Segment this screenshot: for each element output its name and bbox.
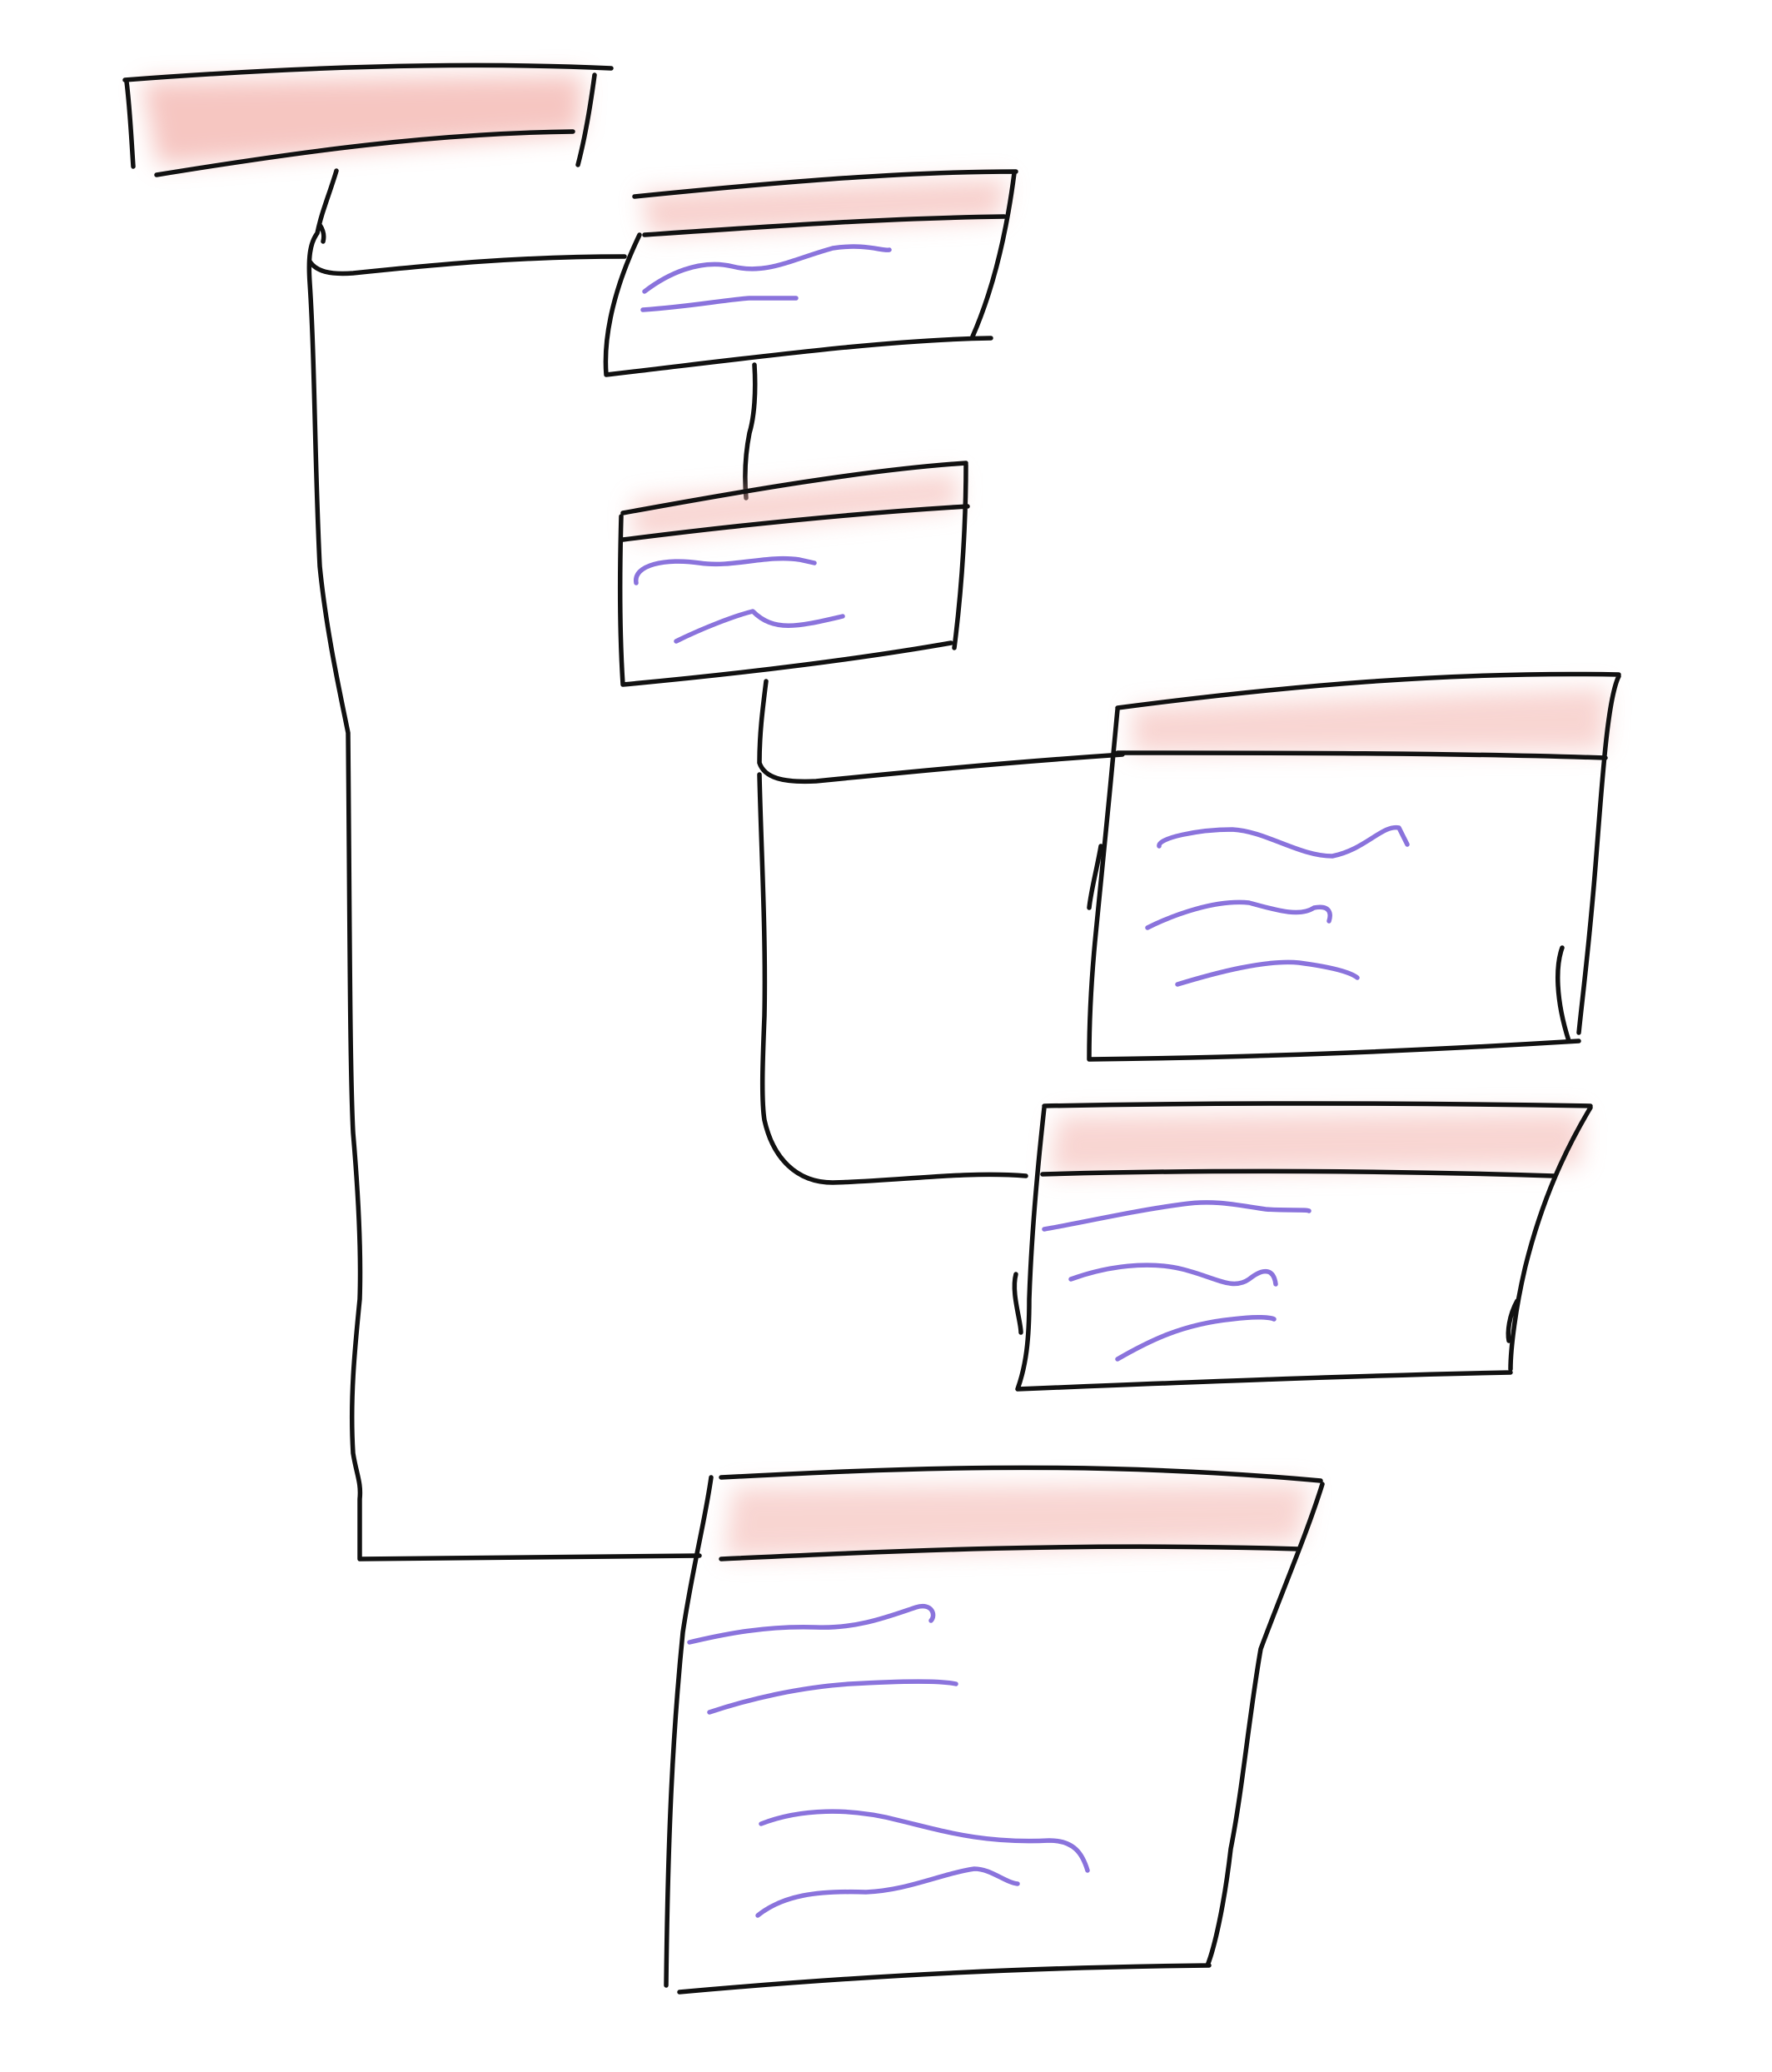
node-root[interactable] (122, 62, 614, 177)
node-child-1-text (640, 244, 892, 312)
node-child-1[interactable] (603, 169, 1018, 377)
node-child-1-1-1[interactable] (1087, 671, 1621, 1062)
node-root-outline (122, 62, 614, 177)
node-child-1-1-1-text (1145, 825, 1410, 987)
node-child-2-text (687, 1603, 1090, 1918)
text-line (707, 1679, 958, 1715)
node-child-1-1-header-wash (633, 473, 958, 540)
edge-tick (317, 222, 326, 244)
text-line (1175, 959, 1360, 987)
node-child-1-header-wash (641, 178, 1008, 235)
edge-child-1-child-1-1 (743, 362, 758, 501)
text-line (759, 1809, 1090, 1873)
edge-child-1-1-child-1-1-2 (757, 772, 1028, 1185)
node-child-1-1-2-text (1042, 1200, 1312, 1362)
edge-root-child-1 (307, 254, 627, 276)
connectors (306, 168, 1571, 1561)
text-line (755, 1866, 1020, 1918)
node-child-1-1-outline (617, 461, 970, 687)
node-root-header-wash (142, 75, 583, 165)
text-line (1145, 899, 1332, 930)
text-line (687, 1603, 936, 1645)
edge-hook-2 (1555, 945, 1571, 1043)
text-line (1157, 825, 1410, 859)
edge-hook-1 (1087, 844, 1103, 910)
text-line (642, 244, 892, 294)
node-child-1-1-2-header-wash (1049, 1113, 1582, 1174)
text-line (1115, 1314, 1277, 1362)
text-line (634, 555, 817, 585)
edge-hook-3 (1012, 1272, 1023, 1335)
node-child-1-1-1-header-wash (1132, 688, 1607, 753)
node-child-1-1[interactable] (617, 461, 970, 687)
node-child-1-1-text (634, 555, 845, 644)
text-line (1042, 1200, 1312, 1232)
node-child-1-outline (603, 169, 1018, 377)
text-line (640, 296, 799, 312)
text-line (1068, 1263, 1278, 1287)
node-child-1-1-1-outline (1087, 671, 1621, 1062)
edge-child-1-1-child-1-1-1 (757, 679, 1125, 784)
node-child-1-1-2-outline (1015, 1101, 1593, 1392)
edge-root-child-2 (306, 168, 702, 1561)
node-child-2-header-wash (724, 1484, 1309, 1557)
node-child-2-outline (664, 1465, 1325, 1995)
text-line (674, 609, 845, 644)
node-child-1-1-2[interactable] (1015, 1101, 1593, 1392)
node-child-2[interactable] (664, 1465, 1325, 1995)
